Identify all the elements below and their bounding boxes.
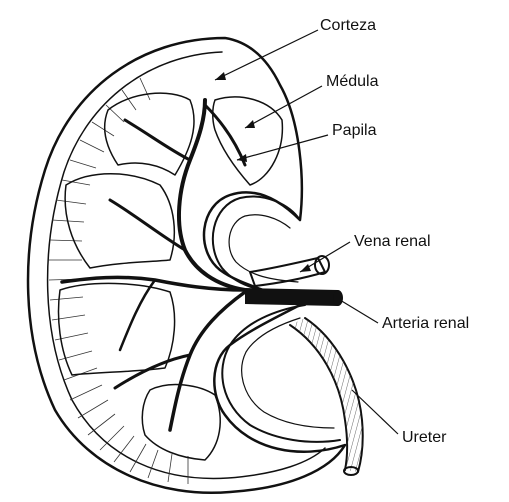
- label-ureter: Ureter: [402, 429, 447, 446]
- leader-lines: [215, 30, 398, 434]
- label-vena-renal: Vena renal: [354, 233, 431, 250]
- label-corteza: Corteza: [320, 17, 376, 34]
- leader-corteza: [215, 30, 318, 80]
- label-papila: Papila: [332, 122, 377, 139]
- arrowhead-medula: [245, 120, 255, 128]
- leader-papila: [237, 135, 328, 160]
- leader-arteria-renal: [340, 300, 378, 323]
- renal-artery: [245, 288, 343, 306]
- arrowhead-vena-renal: [300, 264, 311, 272]
- renal-vein: [250, 256, 329, 286]
- renal-pelvis: [213, 197, 340, 442]
- label-medula: Médula: [326, 73, 379, 90]
- renal-vessels: [62, 100, 335, 430]
- arrowhead-corteza: [215, 72, 226, 80]
- label-arteria-renal: Arteria renal: [382, 315, 469, 332]
